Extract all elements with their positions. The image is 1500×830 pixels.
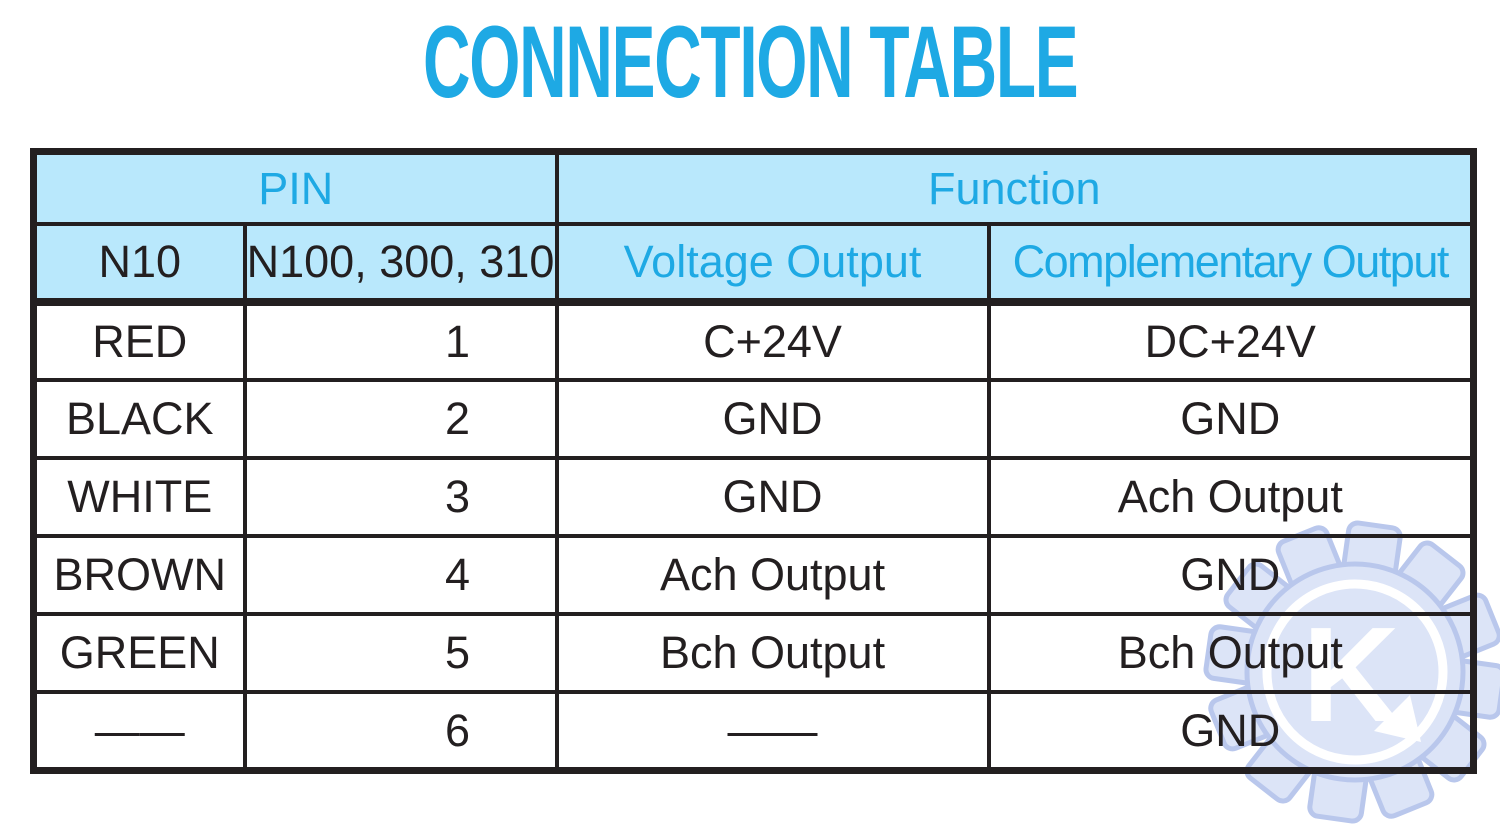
complementary-output-cell: GND bbox=[986, 534, 1476, 617]
complementary-output-cell: Bch Output bbox=[986, 612, 1476, 695]
voltage-output-cell: C+24V bbox=[554, 300, 991, 383]
connection-table: PIN Function N10 N100, 300, 310 Voltage … bbox=[30, 147, 1478, 774]
table-row: BROWN 4 Ach Output GND bbox=[31, 534, 1476, 617]
voltage-output-cell: Ach Output bbox=[554, 534, 991, 617]
table-row: WHITE 3 GND Ach Output bbox=[31, 456, 1476, 539]
table-row: BLACK 2 GND GND bbox=[31, 378, 1476, 461]
wire-color-cell: GREEN bbox=[31, 612, 247, 695]
col-header-n10: N10 bbox=[31, 222, 247, 307]
voltage-output-cell: Bch Output bbox=[554, 612, 991, 695]
pin-number-cell: 1 bbox=[242, 300, 559, 383]
function-group-header: Function bbox=[554, 149, 1476, 227]
pin-number-cell: 6 bbox=[242, 690, 559, 773]
page-title: CONNECTION TABLE bbox=[422, 5, 1079, 119]
table-row: —— 6 —— GND bbox=[31, 690, 1476, 773]
group-header-row: PIN Function bbox=[31, 149, 1476, 227]
column-header-row: N10 N100, 300, 310 Voltage Output Comple… bbox=[31, 222, 1476, 307]
complementary-output-cell: GND bbox=[986, 378, 1476, 461]
voltage-output-cell: GND bbox=[554, 378, 991, 461]
voltage-output-cell: —— bbox=[554, 690, 991, 773]
wire-color-cell: BROWN bbox=[31, 534, 247, 617]
complementary-output-cell: GND bbox=[986, 690, 1476, 773]
pin-number-cell: 5 bbox=[242, 612, 559, 695]
pin-number-cell: 4 bbox=[242, 534, 559, 617]
col-header-voltage-output: Voltage Output bbox=[554, 222, 991, 307]
wire-color-cell: BLACK bbox=[31, 378, 247, 461]
wire-color-cell: WHITE bbox=[31, 456, 247, 539]
pin-number-cell: 2 bbox=[242, 378, 559, 461]
wire-color-cell: —— bbox=[31, 690, 247, 773]
voltage-output-cell: GND bbox=[554, 456, 991, 539]
pin-group-header: PIN bbox=[31, 149, 559, 227]
complementary-output-cell: Ach Output bbox=[986, 456, 1476, 539]
wire-color-cell: RED bbox=[31, 300, 247, 383]
table-row: GREEN 5 Bch Output Bch Output bbox=[31, 612, 1476, 695]
col-header-complementary-output: Complementary Output bbox=[986, 222, 1476, 307]
pin-number-cell: 3 bbox=[242, 456, 559, 539]
col-header-n100-300-310: N100, 300, 310 bbox=[242, 222, 559, 307]
complementary-output-cell: DC+24V bbox=[986, 300, 1476, 383]
table-row: RED 1 C+24V DC+24V bbox=[31, 300, 1476, 383]
